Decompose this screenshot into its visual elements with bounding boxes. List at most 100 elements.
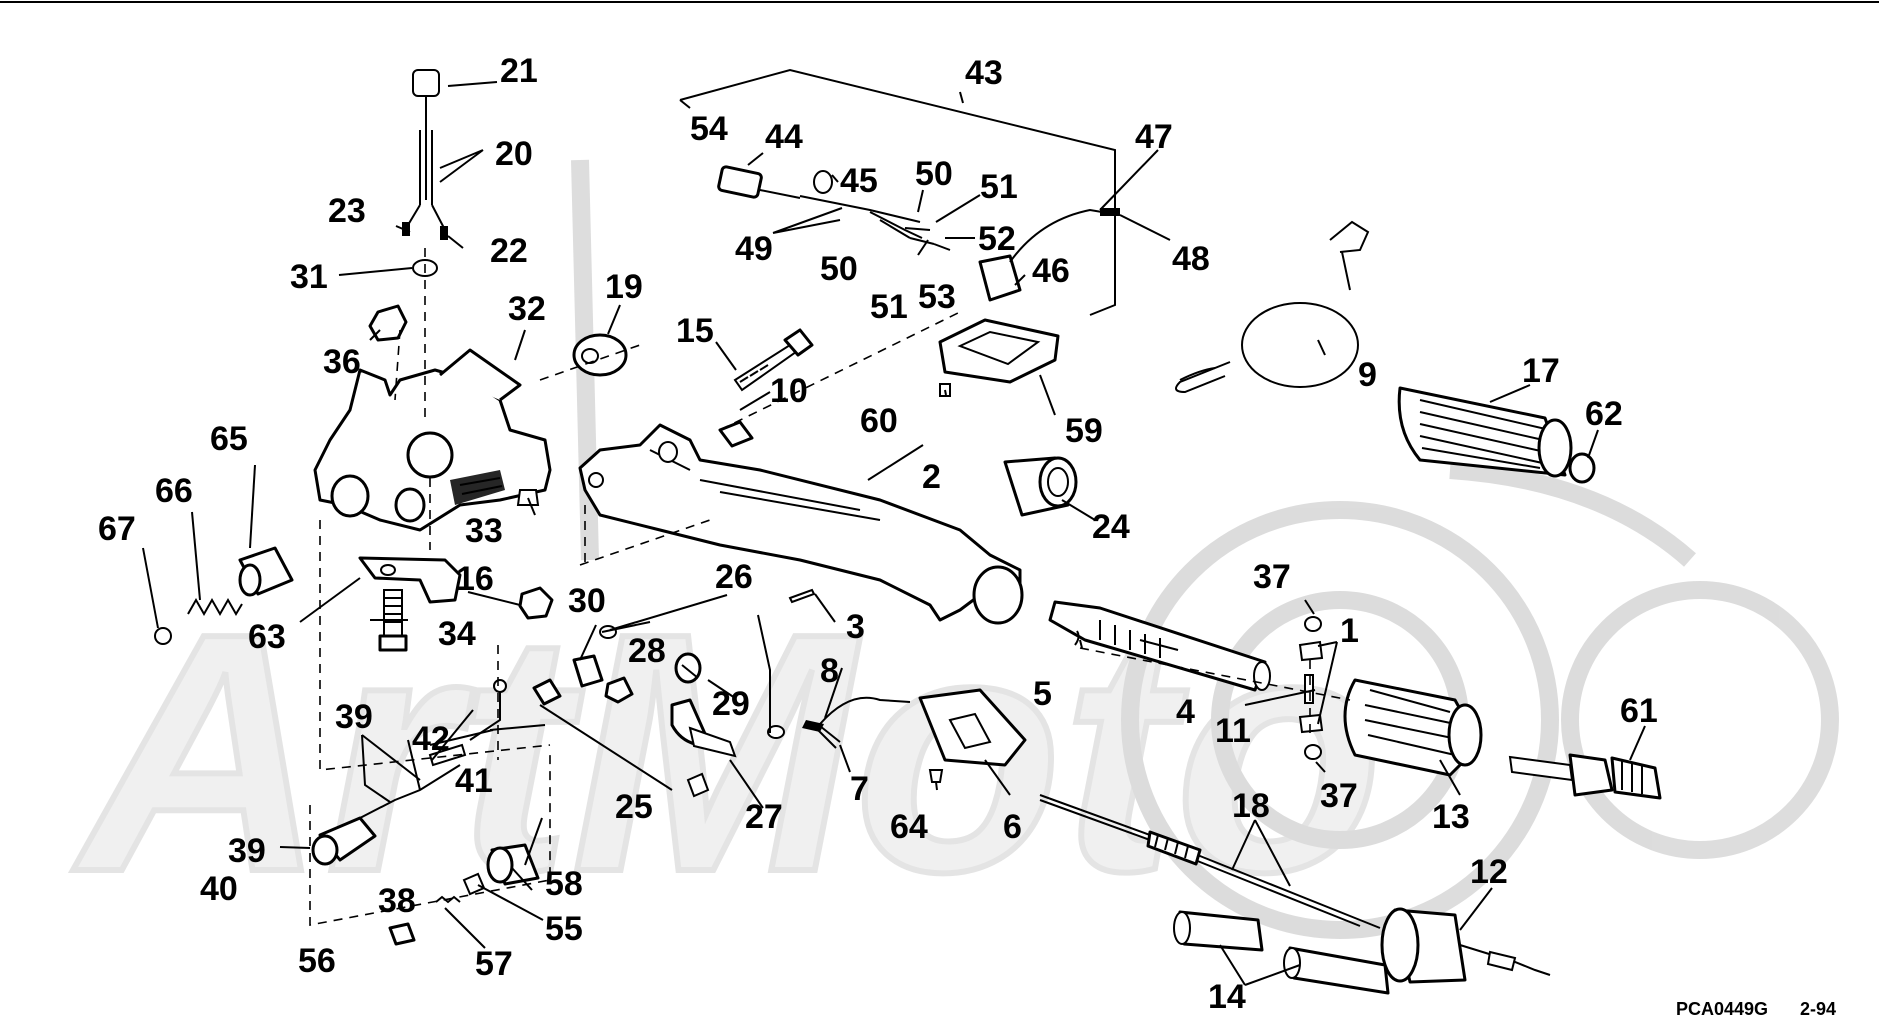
callout-16: 16: [456, 560, 494, 598]
callout-62: 62: [1585, 395, 1623, 433]
callout-7: 7: [850, 770, 869, 808]
callout-47: 47: [1135, 118, 1173, 156]
lanyard-9: [1175, 220, 1370, 394]
callout-33: 33: [465, 512, 503, 550]
callout-40: 40: [200, 870, 238, 908]
callout-39a: 39: [335, 698, 373, 736]
plate-63: [358, 556, 462, 604]
callout-21: 21: [500, 52, 538, 90]
callout-51b: 51: [870, 288, 908, 326]
callout-17: 17: [1522, 352, 1560, 390]
callout-28: 28: [628, 632, 666, 670]
cable-18: [1039, 794, 1381, 929]
callout-36: 36: [323, 343, 361, 381]
callout-50b: 50: [820, 250, 858, 288]
callout-63: 63: [248, 618, 286, 656]
ring-58: [486, 843, 540, 886]
callout-25: 25: [615, 788, 653, 826]
callout-60: 60: [860, 402, 898, 440]
callout-34: 34: [438, 615, 476, 653]
callout-51a: 51: [980, 168, 1018, 206]
bolt-15: [733, 328, 814, 392]
fitting-33: [516, 489, 540, 506]
callout-6: 6: [1003, 808, 1022, 846]
screw-64: [928, 769, 944, 783]
callout-30: 30: [568, 582, 606, 620]
callout-numbers: 1 2 3 4 5 6 7 8 9 10 11 12 13 14 15 16 1…: [98, 52, 1658, 1016]
callout-57: 57: [475, 945, 513, 983]
callout-15: 15: [676, 312, 714, 350]
callout-44: 44: [765, 118, 803, 156]
bushing-24: [1003, 456, 1078, 517]
callout-37a: 37: [1253, 558, 1291, 596]
callout-12: 12: [1470, 853, 1508, 891]
tiller-arm-2: [578, 423, 1024, 625]
callout-54: 54: [690, 110, 728, 148]
drawing-date: 2-94: [1800, 999, 1836, 1019]
callout-53: 53: [918, 278, 956, 316]
callout-24: 24: [1092, 508, 1130, 546]
throttle-grip-13: [1343, 678, 1483, 777]
callout-18: 18: [1232, 787, 1270, 825]
callout-37b: 37: [1320, 777, 1358, 815]
callout-64: 64: [890, 808, 928, 846]
switch-46: [978, 208, 1121, 302]
small-hardware: [532, 625, 785, 798]
callout-41: 41: [455, 762, 493, 800]
bracket-32: [313, 348, 552, 532]
plug-56: [388, 922, 416, 946]
callout-8: 8: [820, 652, 839, 690]
callout-13: 13: [1432, 798, 1470, 836]
callout-1: 1: [1340, 612, 1359, 650]
callout-5: 5: [1033, 675, 1052, 713]
spring-66: [187, 597, 243, 617]
knob-61: [1508, 753, 1662, 800]
callout-26: 26: [715, 558, 753, 596]
washer-19: [572, 333, 628, 377]
callout-42: 42: [412, 720, 450, 758]
callout-10: 10: [770, 372, 808, 410]
callout-67: 67: [98, 510, 136, 548]
callout-48: 48: [1172, 240, 1210, 278]
callout-19: 19: [605, 268, 643, 306]
plug-62: [1568, 452, 1596, 484]
callout-49: 49: [735, 230, 773, 268]
callout-45: 45: [840, 162, 878, 200]
callout-38: 38: [378, 882, 416, 920]
stop-switch-lead: [402, 69, 448, 240]
callout-23: 23: [328, 192, 366, 230]
callout-39b: 39: [228, 832, 266, 870]
callout-22: 22: [490, 232, 528, 270]
callout-52: 52: [978, 220, 1016, 258]
callout-31: 31: [290, 258, 328, 296]
tubes-14: [1173, 910, 1390, 995]
callout-59: 59: [1065, 412, 1103, 450]
callout-43: 43: [965, 54, 1003, 92]
callout-29: 29: [712, 685, 750, 723]
keys-37: [1298, 616, 1324, 760]
clip-10: [718, 420, 754, 448]
callout-55: 55: [545, 910, 583, 948]
grip-17: [1397, 386, 1573, 478]
callout-66: 66: [155, 472, 193, 510]
wiring-harness: [717, 165, 951, 251]
callout-46: 46: [1032, 252, 1070, 290]
nut-16: [518, 586, 554, 620]
callout-14: 14: [1208, 978, 1246, 1016]
callout-61: 61: [1620, 692, 1658, 730]
callout-11: 11: [1215, 712, 1251, 750]
callout-4: 4: [1176, 693, 1195, 731]
callout-65: 65: [210, 420, 248, 458]
spring-57: [435, 895, 461, 904]
choke-assembly: [311, 679, 546, 866]
pin-5: [1074, 630, 1080, 646]
callout-27: 27: [745, 798, 783, 836]
leader-lines: [142, 81, 1646, 986]
callout-56: 56: [298, 942, 336, 980]
pin-3: [788, 588, 816, 604]
cover-59: [938, 318, 1060, 384]
callout-2: 2: [922, 458, 941, 496]
callout-58: 58: [545, 865, 583, 903]
callout-20: 20: [495, 135, 533, 173]
